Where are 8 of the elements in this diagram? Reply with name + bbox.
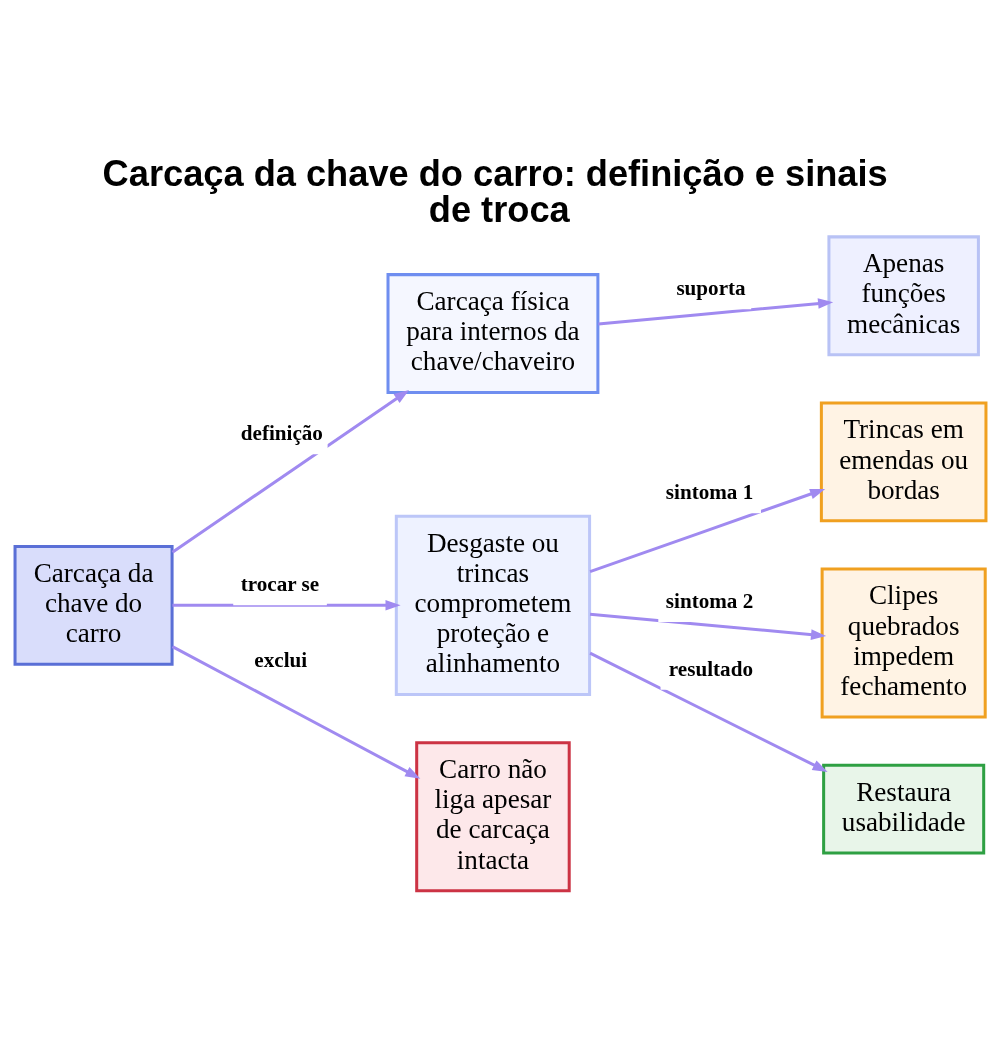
edge-label: sintoma 2 [665, 588, 753, 613]
edge-label: sintoma 1 [665, 479, 753, 504]
edge-label: trocar se [240, 571, 319, 596]
edge-label: resultado [668, 656, 753, 681]
diagram-title: Carcaça da chave do carro: definição e sinais de troca [102, 152, 888, 230]
edge-label: exclui [253, 647, 307, 672]
edge-label: definição [240, 420, 323, 445]
edge-label: suporta [675, 275, 746, 300]
